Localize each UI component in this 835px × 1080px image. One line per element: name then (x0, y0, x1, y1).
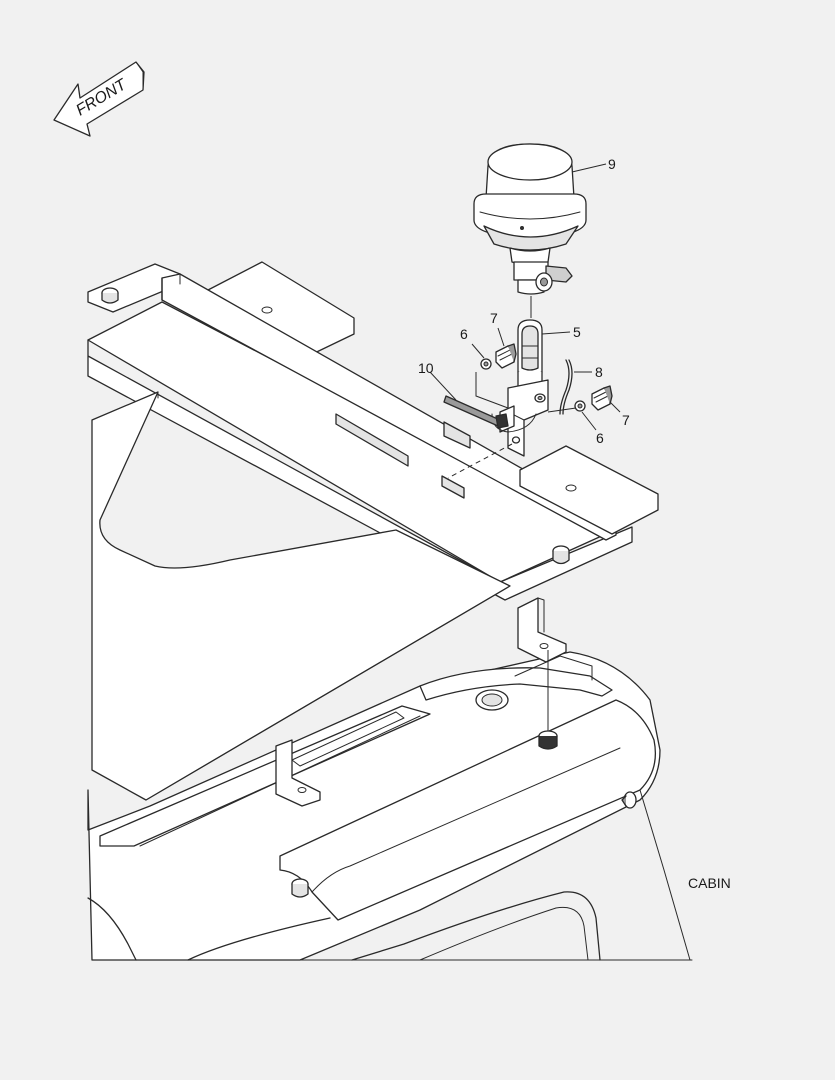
beacon-lamp-part: 9 (473, 143, 616, 318)
hardware-right: 6 7 (547, 385, 630, 446)
callout-7a-label: 7 (490, 310, 498, 326)
callout-10-label: 10 (418, 360, 434, 376)
callout-5-label: 5 (573, 324, 581, 340)
hardware-left: 6 7 (460, 310, 517, 409)
callout-9-label: 9 (608, 156, 616, 172)
cable-tie-part: 10 (418, 360, 509, 429)
callout-6a-label: 6 (460, 326, 468, 342)
callout-8-label: 8 (595, 364, 603, 380)
callout-6b-label: 6 (596, 430, 604, 446)
wire-part: 8 (559, 359, 603, 415)
cabin-label: CABIN (688, 875, 731, 891)
roof-bracket (517, 597, 567, 750)
callout-7b-label: 7 (622, 412, 630, 428)
cabin-roof (87, 261, 693, 961)
